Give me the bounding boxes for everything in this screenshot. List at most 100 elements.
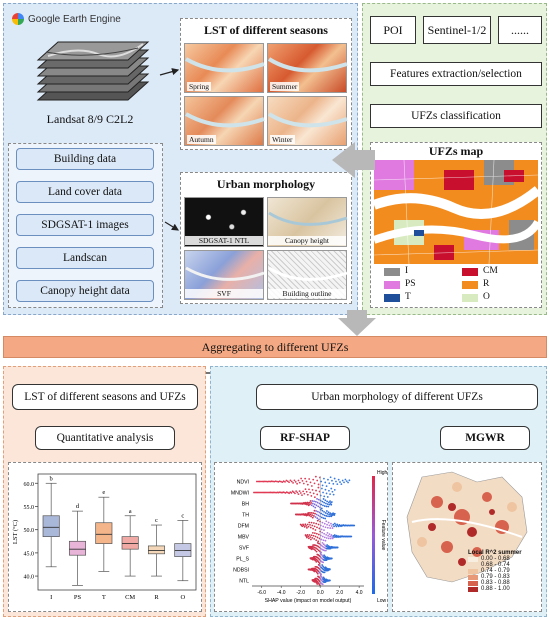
shap-point-2-63 [327, 505, 330, 508]
shap-point-4-42 [332, 523, 335, 526]
shap-point-3-32 [312, 515, 315, 517]
shap-point-0-49 [321, 484, 324, 487]
shap-point-3-52 [324, 517, 327, 520]
shap-point-0-1 [257, 480, 260, 483]
shap-point-0-44 [314, 475, 317, 478]
shap-point-0-30 [296, 482, 298, 485]
shap-point-1-46 [306, 493, 309, 496]
shap-point-5-33 [326, 531, 329, 534]
stack-layers [36, 41, 150, 101]
shap-point-3-59 [328, 513, 331, 516]
legend-label-0: I [405, 266, 409, 276]
shap-point-1-41 [301, 494, 303, 497]
shap-point-4-36 [327, 521, 330, 524]
shap-point-6-19 [315, 550, 318, 553]
shap-point-3-62 [329, 513, 332, 516]
boxplot-ylabel: LST (°C) [12, 520, 19, 544]
shap-point-4-10 [307, 525, 310, 528]
shap-point-2-54 [322, 504, 324, 507]
shap-point-3-54 [325, 515, 328, 517]
boxplot-box-3 [121, 536, 139, 550]
shap-point-3-25 [309, 511, 311, 514]
shap-beeswarm-3 [294, 508, 336, 521]
shap-point-0-10 [269, 480, 272, 483]
shap-point-0-6 [264, 480, 266, 483]
shap-point-0-38 [306, 483, 309, 486]
boxplot-ytick-label-4: 40.0 [24, 575, 35, 581]
shap-point-2-64 [327, 501, 330, 504]
shap-point-1-67 [331, 490, 334, 493]
shap-point-0-41 [310, 485, 313, 487]
shap-point-1-39 [298, 490, 301, 493]
shap-point-5-17 [315, 532, 318, 535]
shap-point-5-31 [325, 533, 328, 536]
shap-point-1-34 [292, 491, 295, 494]
shap-point-5-24 [320, 538, 323, 541]
shap-point-5-15 [314, 535, 317, 538]
shap-point-5-9 [310, 534, 313, 537]
shap-point-0-46 [317, 483, 320, 486]
shap-point-5-39 [330, 534, 333, 536]
mgwr-legend-item-2: 0.74 - 0.79 [468, 568, 540, 574]
boxplot-letter-2: e [102, 489, 105, 496]
shap-point-1-62 [325, 492, 328, 495]
shap-point-2-65 [328, 503, 331, 506]
shap-point-4-14 [310, 521, 313, 524]
shap-point-2-29 [307, 502, 310, 505]
shap-point-5-28 [323, 532, 326, 535]
shap-point-2-30 [307, 504, 310, 507]
shap-point-4-37 [328, 524, 331, 527]
mgwr-swatch-4 [468, 580, 478, 586]
shap-point-2-34 [310, 502, 313, 504]
shap-beeswarm-9 [311, 574, 331, 587]
shap-point-4-46 [335, 525, 338, 528]
shap-point-4-20 [315, 522, 318, 525]
shap-point-0-40 [309, 481, 312, 484]
boxplot-category-5: O [180, 594, 185, 601]
shap-point-8-69 [329, 568, 331, 571]
shap-point-5-11 [311, 531, 314, 534]
shap-point-0-16 [277, 480, 280, 483]
shap-point-0-28 [293, 479, 296, 482]
ufz-classification-box: UFZs classification [370, 104, 542, 128]
shap-point-4-28 [321, 521, 324, 524]
shap-point-0-48 [320, 480, 323, 483]
boxplot-category-1: PS [74, 594, 82, 601]
shap-point-0-9 [268, 480, 270, 483]
shap-point-6-18 [315, 547, 318, 550]
shap-point-5-30 [324, 539, 327, 542]
input-sentinel: Sentinel-1/2 [423, 16, 491, 44]
shap-point-2-35 [310, 504, 313, 507]
data-canopy: Canopy height data [16, 280, 154, 302]
shap-point-0-63 [340, 483, 343, 486]
shap-point-5-18 [316, 536, 319, 539]
shap-point-0-62 [339, 481, 341, 483]
shap-point-6-16 [314, 549, 317, 552]
shap-point-5-3 [306, 534, 309, 536]
shap-point-3-46 [320, 516, 323, 519]
shap-point-1-35 [294, 492, 296, 495]
shap-feature-label-3: TH [242, 513, 249, 519]
shap-point-1-42 [302, 490, 305, 493]
shap-point-0-65 [343, 481, 345, 484]
tile-canopy-label: Canopy height [268, 236, 346, 245]
shap-point-4-9 [306, 523, 309, 526]
shap-point-1-64 [328, 489, 330, 492]
shap-feature-label-0: NDVI [237, 480, 249, 486]
boxplot-frame [37, 473, 197, 591]
shap-point-0-51 [324, 481, 327, 484]
shap-point-1-38 [297, 493, 300, 496]
shap-feature-label-8: NDBSI [233, 568, 249, 574]
shap-point-2-40 [313, 503, 316, 506]
shap-point-0-59 [335, 480, 337, 483]
shap-point-2-57 [323, 505, 326, 507]
boxplot-ytick-label-0: 60.0 [24, 482, 35, 488]
lst-seasons-title: LST of different seasons [204, 23, 328, 37]
tile-ntl-label: SDGSAT-1 NTL [185, 236, 263, 245]
shap-point-0-23 [286, 480, 289, 483]
shap-point-0-54 [328, 482, 331, 485]
lst-ufz-box: LST of different seasons and UFZs [12, 384, 198, 410]
boxplot-category-4: R [154, 594, 159, 601]
shap-point-4-27 [320, 528, 323, 531]
shap-point-0-3 [259, 480, 262, 483]
